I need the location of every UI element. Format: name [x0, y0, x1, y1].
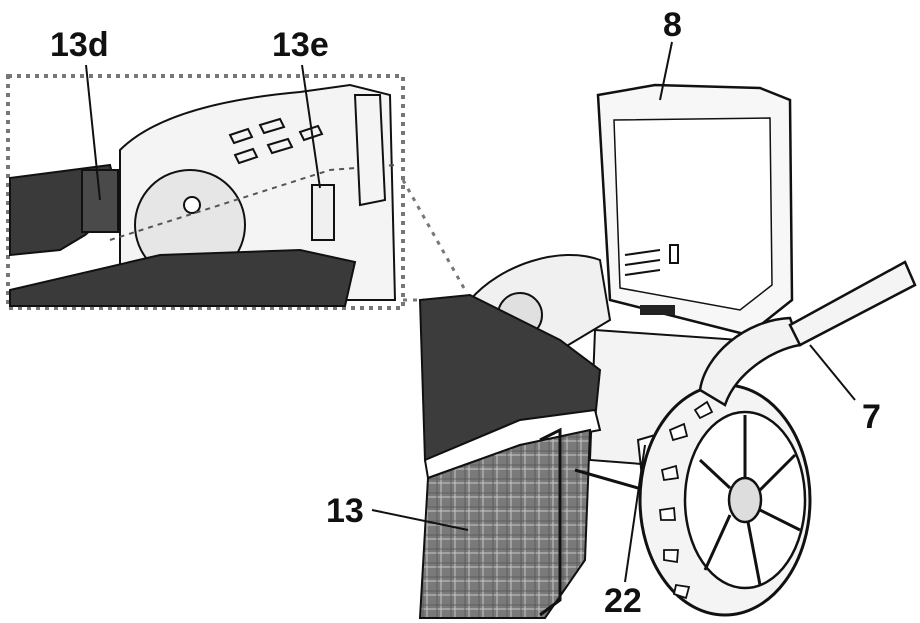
- label-8: 8: [663, 6, 682, 44]
- grass-bag-part-13: [418, 428, 592, 619]
- inset-bolt: [183, 196, 201, 214]
- inset-bag-front: [9, 248, 357, 307]
- lid-handle-slots: [624, 249, 661, 276]
- tread-blocks: [659, 400, 714, 600]
- rear-wheel: [638, 383, 812, 617]
- inset-detail-view: [6, 74, 405, 310]
- label-7: 7: [862, 398, 881, 436]
- inset-connector-lines: [401, 179, 467, 302]
- label-13d: 13d: [50, 26, 109, 64]
- wheel-spokes: [698, 415, 801, 586]
- inset-clip-13d: [81, 169, 119, 233]
- handle-bar-part-7: [788, 260, 917, 347]
- label-13e: 13e: [272, 26, 329, 64]
- inset-latch-13e: [311, 184, 335, 241]
- leader-lines: [85, 41, 856, 583]
- mower-main-view: [418, 83, 917, 619]
- label-13: 13: [326, 492, 364, 530]
- label-22: 22: [604, 582, 642, 620]
